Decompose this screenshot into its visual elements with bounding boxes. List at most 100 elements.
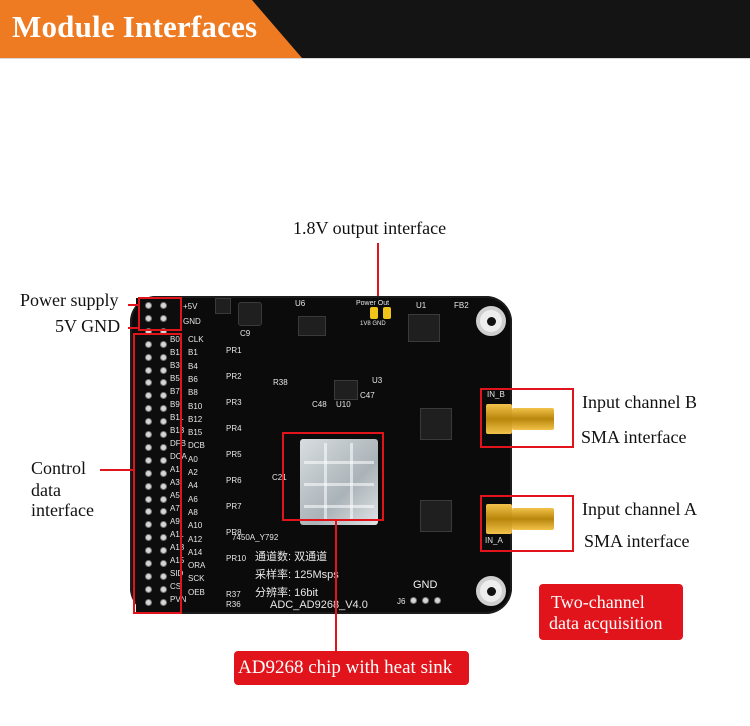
silk-5v: +5V <box>183 302 198 311</box>
header-pin <box>145 547 152 555</box>
pin-label-right: A12 <box>188 534 203 544</box>
pin-label-right: CLK <box>188 335 204 344</box>
pin-label-left: B11 <box>170 413 184 422</box>
pin-label-right: OEB <box>188 587 205 597</box>
two-channel-badge: Two-channel data acquisition <box>539 584 683 640</box>
two-channel-line1: Two-channel <box>551 592 645 612</box>
silk-u6: U6 <box>295 299 306 308</box>
page-title: Module Interfaces <box>12 9 258 44</box>
output-1v8-leader <box>377 243 379 299</box>
power-leader-bottom <box>128 327 140 329</box>
header-pin <box>145 598 152 606</box>
header-pin <box>160 456 167 464</box>
pin-label-left: B13 <box>170 426 185 435</box>
u1-chip <box>408 314 440 342</box>
header-pin <box>145 431 152 438</box>
heat-sink-fin <box>304 461 374 464</box>
pin-label-right: A8 <box>188 507 198 517</box>
control-label-line2: data <box>31 480 61 500</box>
pr-label: PR5 <box>226 450 242 459</box>
pin-label-right: A0 <box>188 454 198 464</box>
pr-label: PR4 <box>226 424 242 433</box>
header-pin <box>145 405 152 413</box>
pin-label-left: A11 <box>170 530 184 539</box>
header-pin <box>145 379 152 387</box>
output-1v8-label: 1.8V output interface <box>293 218 447 238</box>
pin-label-left: A1 <box>170 465 180 474</box>
pin-label-left: B5 <box>170 374 180 383</box>
pin-label-left: A9 <box>170 517 180 526</box>
header-pin <box>145 585 152 593</box>
control-label-line1: Control <box>31 458 87 478</box>
silk-c47: C47 <box>360 391 375 400</box>
header-pin <box>160 431 167 438</box>
header-pin <box>145 469 152 477</box>
pin-label-left: DFB <box>170 439 186 448</box>
power-5v-gnd-label: 5V GND <box>55 316 121 336</box>
heat-sink-fin <box>304 483 374 486</box>
power-leader-top <box>128 304 140 306</box>
header-pin <box>160 405 167 413</box>
pin-label-left: A15 <box>170 556 185 565</box>
silk-u1: U1 <box>416 301 427 310</box>
pin-label-right: B1 <box>188 348 198 358</box>
pin-label-left: PVN <box>170 595 187 604</box>
silk-resolution: 分辨率: 16bit <box>255 587 318 599</box>
silk-u3: U3 <box>372 376 383 385</box>
pin-label-right: A6 <box>188 494 198 504</box>
pin-label-right: B10 <box>188 401 203 411</box>
silk-samplerate: 采样率: 125Msps <box>255 569 339 581</box>
header-pin <box>160 585 167 593</box>
pin-label-right: B15 <box>188 428 203 438</box>
silk-r36: R36 <box>226 600 241 609</box>
input-b-box <box>480 388 574 448</box>
power-supply-label: Power supply <box>20 290 119 310</box>
chip-box <box>282 432 384 521</box>
silk-in-b: IN_B <box>487 390 505 399</box>
chip-leader <box>335 520 337 651</box>
silk-channels: 通道数: 双通道 <box>255 551 328 563</box>
pin-label-left: B3 <box>170 361 180 370</box>
power-supply-box <box>138 297 182 331</box>
header-pin <box>160 495 167 503</box>
silk-gnd: GND <box>183 317 201 326</box>
header-pin <box>145 443 152 451</box>
pin-label-right: B12 <box>188 414 203 424</box>
pin-label-left: SID <box>170 569 184 578</box>
gnd-pin <box>434 597 441 604</box>
header-pin <box>160 508 167 516</box>
sma-b-barrel <box>512 408 554 430</box>
control-leader <box>100 469 134 471</box>
header-pin <box>145 534 152 542</box>
header-tab <box>0 0 302 58</box>
header-pin <box>145 418 152 426</box>
silk-gnd-header: GND <box>413 579 438 591</box>
pr-label: PR6 <box>226 476 242 485</box>
header-pin <box>160 340 167 348</box>
input-b-label: Input channel B <box>582 392 697 412</box>
gnd-pin <box>422 597 429 604</box>
pin-label-left: B9 <box>170 400 180 409</box>
header-pin <box>160 418 167 426</box>
header-pin <box>145 508 152 516</box>
amp-a-chip <box>420 500 452 532</box>
silk-r38: R38 <box>273 378 288 387</box>
pr-label: PR8 <box>226 528 242 537</box>
pin-label-right: SCK <box>188 574 205 584</box>
jumper-1v8 <box>370 307 378 319</box>
pin-label-left: CS <box>170 582 182 591</box>
pin-header-grid <box>136 298 182 612</box>
jumper-gnd <box>383 307 391 319</box>
pr-label: PR10 <box>226 554 247 563</box>
silk-u10: U10 <box>336 400 351 409</box>
u6-chip <box>298 316 326 336</box>
sma-a-label: SMA interface <box>584 531 690 551</box>
pin-label-right: A2 <box>188 468 198 477</box>
chip-heatsink-badge: AD9268 chip with heat sink <box>234 651 469 685</box>
silk-board-name: ADC_AD9268_V4.0 <box>270 599 368 611</box>
gnd-pin <box>410 597 417 604</box>
silk-fb2: FB2 <box>454 301 469 310</box>
header-pin <box>160 353 167 361</box>
silk-power-out: Power Out <box>356 300 390 307</box>
pin-label-left: B1 <box>170 348 180 357</box>
